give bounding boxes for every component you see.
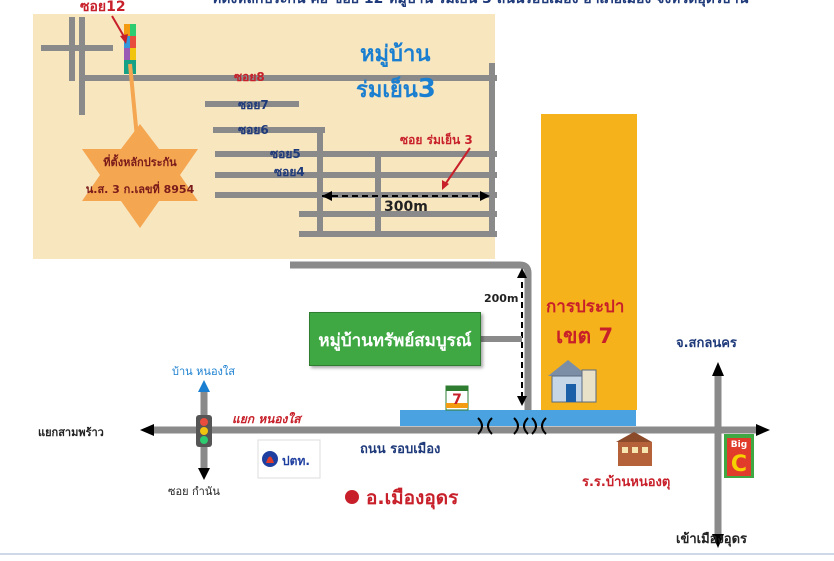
soi12-label: ซอย12 — [80, 0, 126, 15]
canal — [400, 410, 636, 426]
sapsomboon-label: หมู่บ้านทรัพย์สมบูรณ์ — [318, 331, 472, 351]
nong-sai-junction-label: แยก หนองใส — [232, 412, 301, 426]
waterworks-label-line1: การประปา — [546, 297, 625, 317]
sapsomboon-box: หมู่บ้านทรัพย์สมบูรณ์ — [309, 312, 481, 366]
header-text: ที่ตั้งหลักประกัน คือ ซอย 12 หมู่บ้าน ร่… — [212, 0, 812, 10]
waterworks-label-line2: เขต 7 — [556, 324, 614, 348]
sakon-label: จ.สกลนคร — [676, 336, 737, 351]
soi12-marker — [124, 24, 136, 74]
collateral-star — [82, 124, 198, 228]
bigc-c-text: C — [731, 452, 747, 477]
school-label: ร.ร.บ้านหนองตุ — [582, 475, 671, 490]
distance-300m-label: 300m — [384, 199, 428, 215]
seven-eleven-icon — [445, 385, 469, 411]
bigc-logo — [724, 434, 754, 478]
school-building-icon — [616, 432, 652, 466]
bigc-big-text: Big — [731, 440, 747, 450]
village-area — [33, 14, 495, 259]
distance-200m-label: 200m — [484, 292, 519, 305]
village-roads — [41, 17, 497, 237]
rop-mueang-label: ถนน รอบเมือง — [360, 442, 441, 457]
waterworks-building-icon — [548, 360, 597, 403]
sam-phrao-label: แยกสามพร้าว — [38, 426, 104, 439]
soi8-label: ซอย8 — [234, 70, 265, 84]
bridge-marks — [477, 417, 547, 435]
access-road — [290, 261, 532, 410]
soi4-label: ซอย4 — [274, 165, 305, 179]
waterworks-area — [541, 114, 637, 410]
into-city-label: เข้าเมืองอุดร — [676, 532, 748, 547]
soi-romyen3-label: ซอย ร่มเย็น 3 — [400, 133, 473, 147]
district-label: อ.เมืองอุดร — [366, 487, 459, 509]
soi7-label: ซอย7 — [238, 98, 269, 112]
ptt-logo — [257, 439, 321, 479]
soi-kamnan-label: ซอย กำนัน — [168, 485, 220, 498]
village-name-line2: ร่มเย็น3 — [356, 74, 436, 104]
soi5-label: ซอย5 — [270, 147, 301, 161]
collateral-deed: น.ส. 3 ก.เลขที่ 8954 — [85, 183, 195, 196]
traffic-light-icon — [196, 415, 212, 447]
ptt-label: ปตท. — [282, 454, 310, 468]
soi-romyen3-arrow — [443, 147, 471, 187]
collateral-title: ที่ตั้งหลักประกัน — [103, 156, 177, 169]
seven-eleven-label: 7 — [452, 392, 462, 408]
soi6-label: ซอย6 — [238, 123, 269, 137]
village-name-line1: หมู่บ้าน — [360, 42, 431, 67]
nong-sai-village-label: บ้าน หนองใส — [172, 365, 236, 378]
distance-300m-marker — [322, 191, 490, 201]
district-dot — [345, 490, 359, 504]
